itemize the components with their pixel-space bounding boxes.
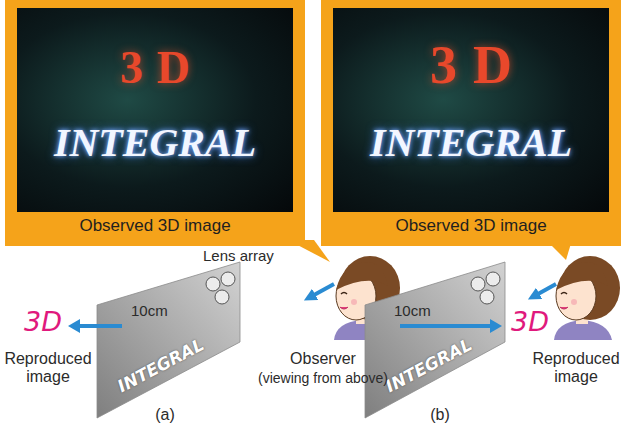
part-label: Reproduced image: [2, 350, 94, 387]
observer-bangs: [336, 262, 388, 290]
observer-cheek: [351, 299, 357, 305]
distance-arrow-head: [490, 319, 502, 333]
part-label: Reproduced image: [530, 350, 622, 387]
note-label: (viewing from above): [243, 370, 403, 386]
lens-symbol: [471, 277, 485, 291]
photo-text: INTEGRAL: [370, 120, 572, 166]
viewing-arrow: [314, 284, 334, 295]
distance-arrow: [80, 324, 122, 328]
reproduced-image-text: 3D: [511, 306, 549, 337]
photo-text: INTEGRAL: [54, 120, 256, 166]
caption-text: Observed 3D image: [79, 216, 230, 236]
part-label: Observer: [263, 350, 383, 368]
observer-cheek: [571, 299, 577, 305]
part-label: Lens array: [203, 247, 274, 264]
panel-label: (b): [420, 406, 460, 424]
callout-box: Observed 3D image 3D INTEGRAL: [5, 0, 305, 246]
lens-symbol: [480, 290, 494, 304]
plate-outline: [97, 262, 240, 418]
lens-array-plate: INTEGRAL: [365, 262, 505, 418]
viewing-arrow: [538, 284, 556, 294]
observer-mouth: [340, 307, 348, 309]
observer-mouth: [560, 307, 568, 309]
dimension-label: 10cm: [131, 302, 168, 319]
lens-symbol: [486, 272, 500, 286]
photo-text: 3D: [106, 42, 204, 95]
plate-shape: [97, 262, 240, 418]
lens-symbol: [215, 290, 229, 304]
panel-label: (a): [145, 406, 185, 424]
lens-array-plate: INTEGRAL: [97, 262, 240, 418]
caption-text: Observed 3D image: [395, 216, 546, 236]
distance-arrow-head: [68, 319, 80, 333]
reproduced-image-text: 3D: [24, 306, 62, 337]
lens-symbol: [221, 272, 235, 286]
distance-arrow: [400, 324, 490, 328]
plate-shape: [365, 262, 505, 418]
observer-bangs: [556, 262, 608, 290]
dimension-label: 10cm: [394, 302, 431, 319]
lens-symbol: [206, 277, 220, 291]
photo-panel: 3D INTEGRAL: [17, 8, 293, 212]
observer-figure: [554, 256, 620, 340]
observer-eye: [561, 293, 567, 295]
plate-outline: [365, 262, 505, 418]
observer-eye: [341, 293, 347, 295]
photo-text: 3D: [414, 34, 529, 96]
callout-box: Observed 3D image 3D INTEGRAL: [321, 0, 621, 246]
photo-panel: 3D INTEGRAL: [333, 8, 609, 212]
